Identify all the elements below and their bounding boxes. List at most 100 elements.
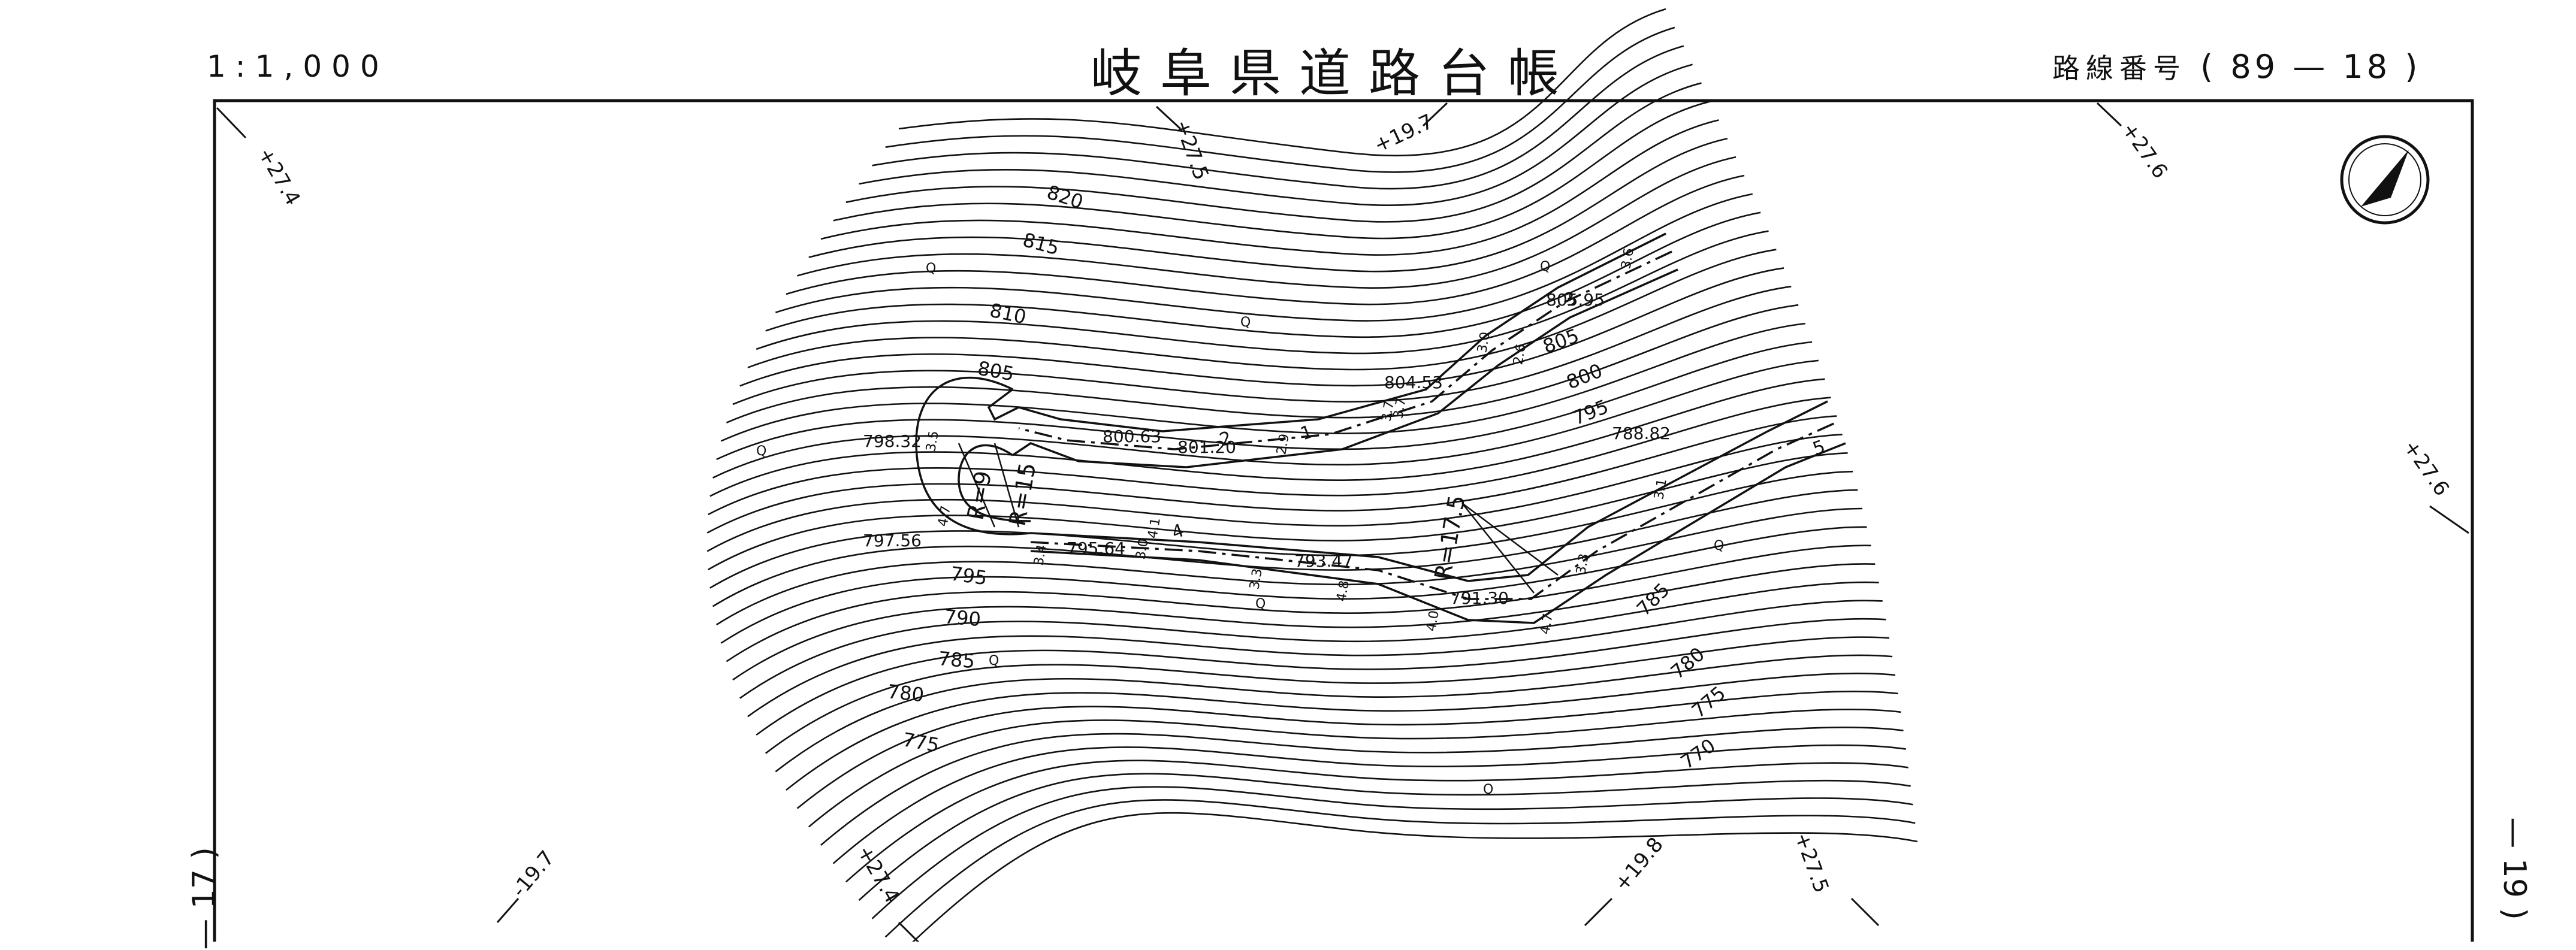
contour-line [820,726,1904,846]
elevation-label: 804.53 [1384,373,1443,392]
road-hairpin [915,376,1031,535]
contour-label: 775 [901,728,941,757]
curve-radius-label: R=17.5 [1430,493,1470,582]
contour-label: 790 [943,605,982,631]
contour-line [715,507,1863,626]
contour-line [796,691,1898,809]
road-width-label: 3.3 [1247,567,1266,591]
contour-line [765,636,1890,754]
grid-coordinate: +27.5 [1790,829,1834,896]
road-hairpin-inner [958,444,1031,522]
elevation-label: 800.63 [1103,426,1161,446]
contour-line [872,45,1684,190]
field-mark: Q [1483,782,1493,797]
contour-line [808,709,1901,828]
road-width-label: 3.7 [1379,400,1397,423]
contour-line [747,249,1777,371]
road-width-label: 4.1 [1145,516,1164,540]
road-centerline [1018,250,1672,450]
grid-coordinate: +27.6 [2117,118,2173,183]
contour-line [871,786,1913,919]
contour-line [797,156,1737,289]
contour-line [859,63,1693,207]
route-number-value: ( 89 — 18 ) [2200,48,2421,86]
contour-line [786,174,1745,305]
road-width-label: 3.3 [1574,552,1592,576]
road-edge-upper [987,232,1666,432]
road-width-label: 4.8 [1334,579,1352,603]
contour-line [720,526,1867,644]
grid-coordinate: +19.8 [1609,833,1668,896]
elevation-label: 788.82 [1612,423,1671,443]
elevation-label: 791.30 [1450,588,1509,608]
contour-label: 815 [1020,228,1062,260]
contour-line [716,341,1813,461]
grid-coordinate: +27.6 [2399,435,2454,500]
contour-line [820,119,1719,256]
contour-line [898,8,1666,157]
grid-coordinate: +27.4 [253,144,305,210]
contour-label: 780 [1666,643,1709,683]
field-mark: Q [1240,315,1251,330]
road-width-label: 3.0 [1475,331,1493,354]
contour-line [732,563,1876,681]
curve-radius-lines [958,443,1559,594]
contour-label: 810 [987,299,1028,329]
contour-line [884,799,1916,938]
contour-label: 785 [937,647,976,673]
contour-line [885,26,1675,173]
road-width-label: 4.7 [1538,612,1556,636]
road-width-label: 3.6 [1618,247,1637,270]
road-width-label: 4.0 [1424,609,1442,633]
road-width-label: 4.7 [935,504,954,528]
contour-line [833,101,1711,240]
contour-line [832,744,1906,864]
contour-line [739,581,1879,699]
grid-coordinate: +19.7 [1370,110,1437,158]
contour-line [708,397,1831,516]
grid-ticks [216,102,2469,942]
elevation-label: 793.47 [1294,551,1353,571]
contour-line [726,544,1871,662]
field-mark: Q [989,653,999,668]
contour-label: 805 [1540,324,1582,358]
field-mark: Q [1714,538,1724,553]
road-width-label: 3.1 [1651,477,1670,501]
contour-line [912,812,1918,942]
curve-radius-label: R=9 [962,469,997,522]
contour-label: 795 [1569,395,1612,429]
elevation-label: 795.64 [1067,538,1125,558]
contour-line [706,415,1837,534]
contour-label: 780 [886,680,925,706]
road-lower-upper [1030,400,1828,582]
contour-line [706,434,1843,552]
road-edge-lower [1012,268,1678,468]
grid-coordinates: +27.4+27.5+19.7+27.6+27.6-19.7+27.4+19.8… [253,110,2454,907]
contour-label: 820 [1044,180,1086,213]
contour-line [808,137,1728,273]
contour-line [712,359,1819,479]
field-mark: Q [1255,597,1266,612]
contour-line [765,211,1761,338]
contour-lines [706,8,1918,942]
north-arrow-icon [2340,135,2430,225]
contour-label: 800 [1563,359,1606,394]
contour-line [720,322,1805,442]
grid-coordinate: -19.7 [507,846,559,902]
route-number-label: 路線番号 [2052,52,2187,84]
road-width-label: 3.4 [1031,543,1050,567]
sheet-frame [213,99,2474,942]
contour-line [739,267,1784,387]
route-number: 路線番号 ( 89 — 18 ) [2052,47,2421,86]
contour-line [775,654,1893,773]
contour-label: 795 [949,562,989,589]
field-mark: Q [756,444,766,459]
contour-line [786,672,1896,791]
contour-line [756,618,1886,736]
contour-line [845,82,1702,223]
field-mark: Q [926,261,936,276]
contour-line [732,286,1792,406]
